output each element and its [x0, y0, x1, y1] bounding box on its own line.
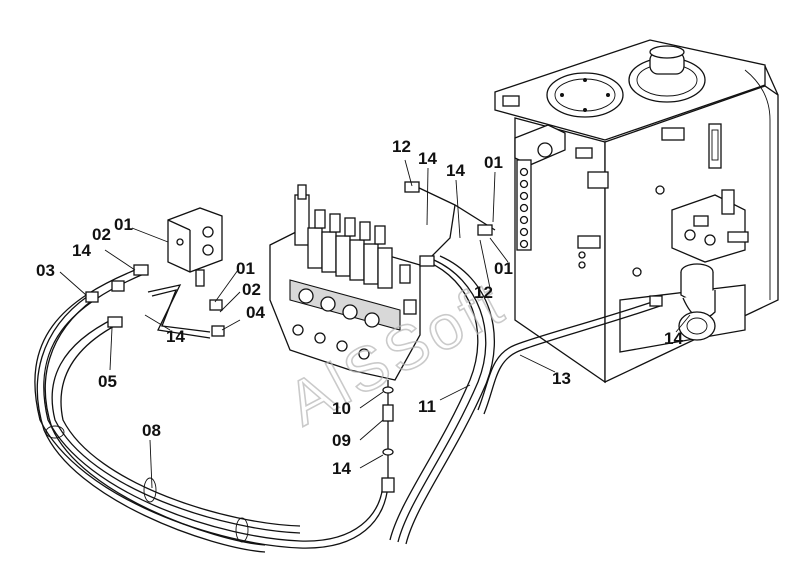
callout-14: 14: [418, 149, 437, 168]
part-labels: 12 14 14 01 01 02 14 03 01 02 04 14 05 1…: [36, 137, 683, 478]
leader-lines: [59, 159, 691, 489]
callout-14: 14: [166, 327, 185, 346]
callout-02: 02: [92, 225, 111, 244]
tank-port-manifold: [514, 124, 566, 251]
callout-01: 01: [494, 259, 513, 278]
hose-bundle-08: [34, 267, 389, 553]
callout-10: 10: [332, 399, 351, 418]
callout-14: 14: [332, 459, 351, 478]
callout-13: 13: [552, 369, 571, 388]
callout-14: 14: [446, 161, 465, 180]
callout-14: 14: [664, 329, 683, 348]
callout-12: 12: [392, 137, 411, 156]
callout-09: 09: [332, 431, 351, 450]
callout-04: 04: [246, 303, 265, 322]
control-valve-bank: [269, 184, 421, 381]
callout-01: 01: [484, 153, 503, 172]
callout-11: 11: [418, 397, 436, 416]
tank-relief-valve: [671, 189, 749, 263]
callout-05: 05: [98, 372, 117, 391]
hydraulic-tank: [494, 39, 779, 384]
hose-13: [477, 299, 659, 411]
callout-02: 02: [242, 280, 261, 299]
callout-12: 12: [474, 283, 493, 302]
hose-11: [389, 261, 479, 541]
callout-08: 08: [142, 421, 161, 440]
callout-03: 03: [36, 261, 55, 280]
callout-01: 01: [236, 259, 255, 278]
pilot-valve-block: [167, 207, 223, 287]
callout-01: 01: [114, 215, 133, 234]
callout-14: 14: [72, 241, 91, 260]
tank-filter: [678, 263, 716, 341]
